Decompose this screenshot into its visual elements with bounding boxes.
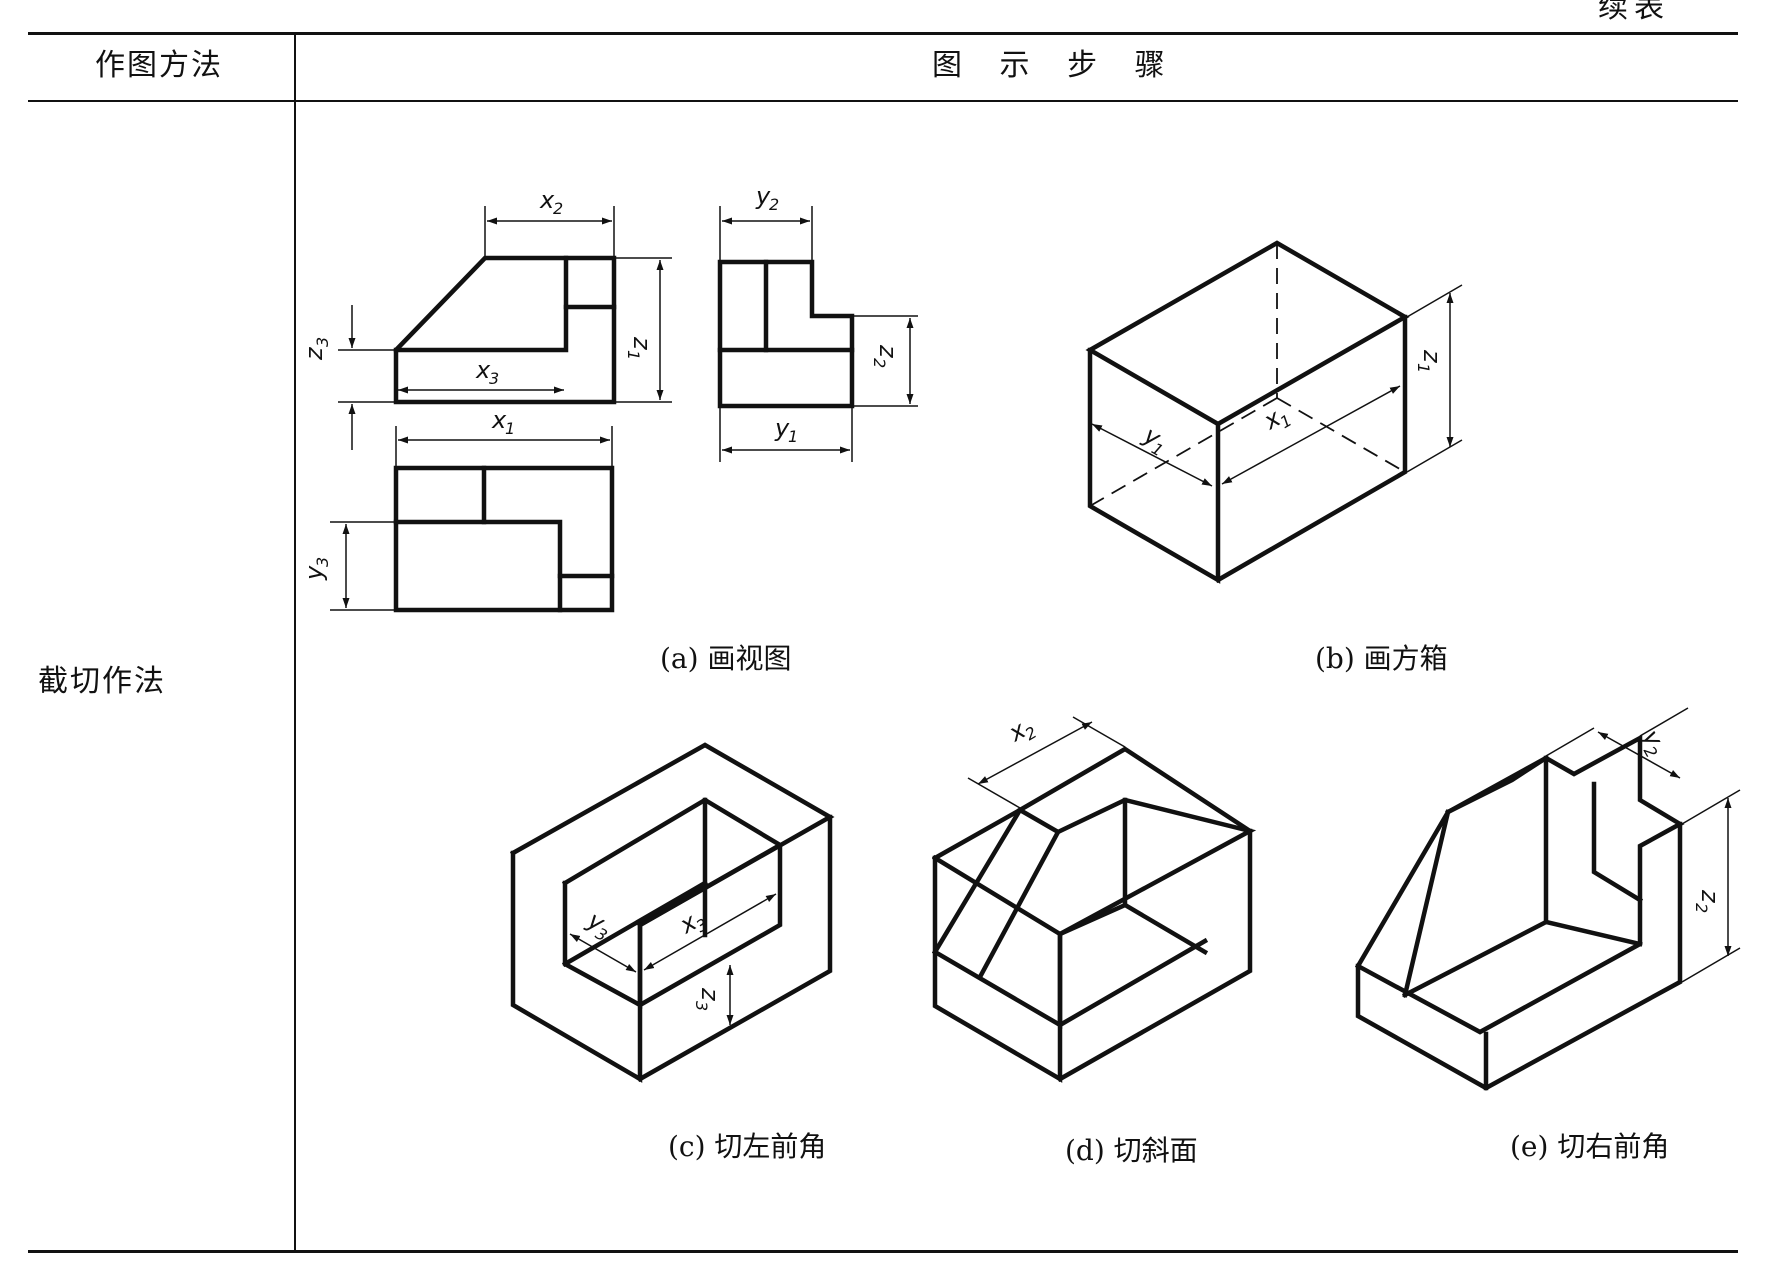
column-divider: [294, 32, 296, 1252]
svg-text:1: 1: [505, 419, 515, 438]
svg-text:2: 2: [553, 199, 563, 218]
dim-x2-front: x 2: [484, 186, 615, 256]
svg-text:3: 3: [313, 557, 332, 567]
dim-y1-box: y 1: [1091, 420, 1213, 487]
svg-text:x: x: [539, 186, 555, 214]
steps-column-header: 图 示 步 骤: [932, 48, 1179, 83]
top-view: [393, 465, 615, 613]
svg-text:2: 2: [870, 358, 889, 368]
svg-text:z: z: [696, 987, 724, 1002]
svg-text:1: 1: [788, 427, 798, 446]
front-view: [393, 255, 617, 405]
dim-z1-box: z 1: [1406, 284, 1463, 473]
dim-x1-top: x 1: [395, 406, 613, 466]
dim-z1-front: z 1: [616, 257, 672, 403]
svg-text:x: x: [491, 406, 507, 434]
svg-text:1: 1: [1414, 363, 1433, 373]
caption-e: (e) 切右前角: [1510, 1130, 1669, 1163]
svg-text:3: 3: [692, 1001, 711, 1011]
table-bottom-rule: [28, 1250, 1738, 1253]
caption-b: (b) 画方箱: [1315, 642, 1448, 675]
dim-y2-side: y 2: [719, 182, 813, 260]
dim-y2-right: y 2: [1545, 707, 1689, 779]
figure-e-cut-right-front: y 2 z 2: [1354, 707, 1741, 1091]
svg-text:y: y: [755, 182, 771, 210]
figure-b-box: y 1 x 1 z 1: [1085, 240, 1463, 584]
svg-text:2: 2: [769, 195, 779, 214]
dim-z3-front: z 3: [300, 305, 394, 450]
svg-text:y: y: [774, 414, 790, 442]
svg-text:y: y: [300, 565, 328, 581]
svg-text:1: 1: [624, 350, 643, 360]
figure-d-cut-slope: x 2: [931, 715, 1257, 1083]
figure-c-cut-left-front: y 3 x 3 z 3: [509, 742, 835, 1083]
svg-text:3: 3: [489, 369, 499, 388]
svg-text:z: z: [1418, 349, 1446, 364]
svg-text:z: z: [874, 344, 902, 359]
svg-text:3: 3: [313, 337, 332, 347]
svg-text:2: 2: [1692, 903, 1711, 913]
side-view: [717, 259, 855, 409]
dim-z3-cut: z 3: [692, 965, 734, 1025]
method-cell: 截切作法: [38, 664, 166, 699]
svg-text:z: z: [300, 346, 328, 361]
caption-d: (d) 切斜面: [1065, 1134, 1198, 1167]
dim-z2-right: z 2: [1681, 789, 1741, 983]
figure-a-views: x 2 z 1 z 3 x 3: [300, 182, 918, 613]
dim-z2-side: z 2: [854, 315, 918, 407]
dim-y3-top: y 3: [300, 521, 394, 611]
dim-x1-box: x 1: [1221, 385, 1401, 485]
svg-text:x: x: [475, 356, 491, 384]
dim-y3-cut: y 3: [569, 905, 637, 973]
header-bottom-rule: [28, 100, 1738, 102]
continued-label: 续表: [1598, 0, 1670, 25]
svg-text:z: z: [628, 336, 656, 351]
caption-a: (a) 画视图: [660, 642, 791, 675]
caption-c: (c) 切左前角: [668, 1130, 826, 1163]
method-column-header: 作图方法: [95, 48, 223, 83]
dim-y1-side: y 1: [719, 408, 853, 462]
svg-text:z: z: [1696, 889, 1724, 904]
table-top-rule: [28, 32, 1738, 35]
dim-x3-front: x 3: [398, 356, 564, 394]
